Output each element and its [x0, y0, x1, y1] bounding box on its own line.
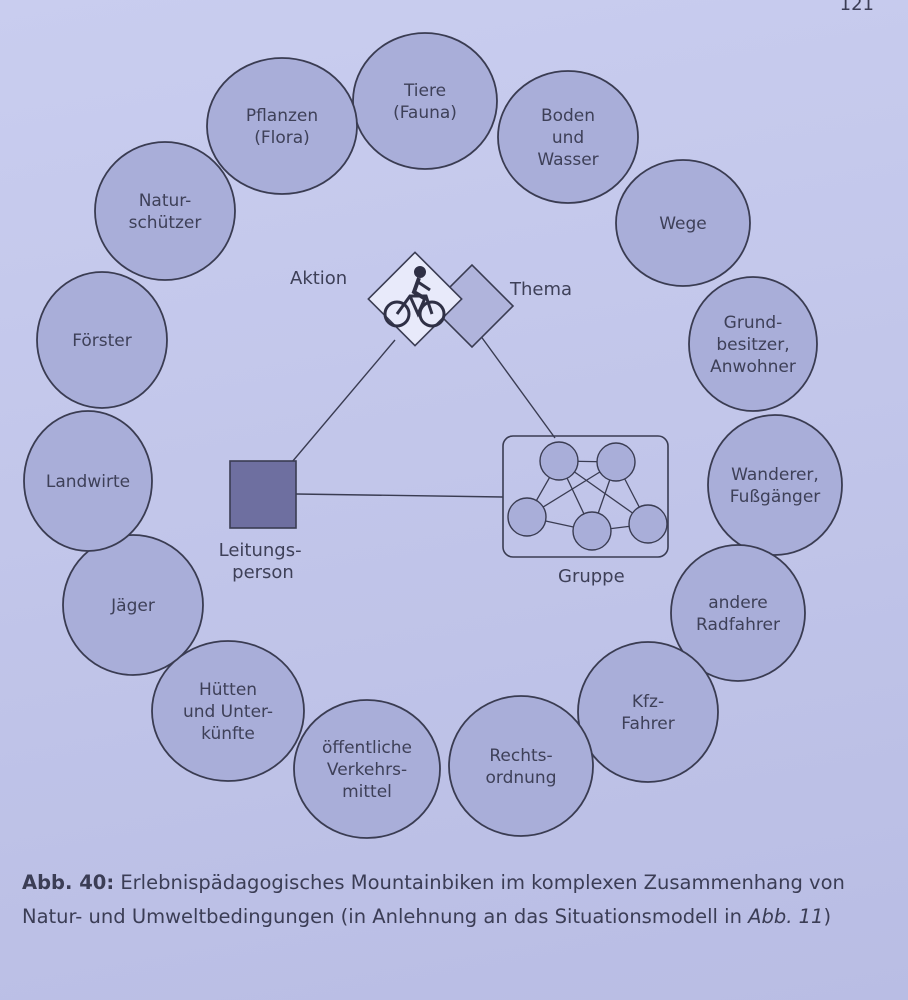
outer-node-label-line: und	[552, 128, 584, 148]
outer-node-label-line: Fußgänger	[730, 487, 821, 507]
outer-node-4: Wanderer,Fußgänger	[707, 414, 843, 556]
line-action-leader	[291, 339, 396, 463]
outer-node-circle	[206, 57, 358, 195]
caption-text: Erlebnispädagogisches Mountainbiken im k…	[22, 871, 845, 928]
caption-label: Abb. 40:	[22, 871, 115, 894]
outer-node-circle	[707, 414, 843, 556]
mountain-bike-icon	[383, 266, 446, 328]
caption-end: )	[823, 905, 832, 928]
outer-node-7: Rechts-ordnung	[448, 695, 594, 837]
outer-node-circle	[448, 695, 594, 837]
center-connections	[291, 334, 556, 498]
outer-node-label-line: Förster	[72, 331, 132, 351]
outer-node-label: Kfz-Fahrer	[621, 692, 674, 734]
outer-node-0: Tiere(Fauna)	[352, 32, 498, 170]
outer-node-label-line: Anwohner	[710, 357, 796, 377]
outer-node-label-line: Verkehrs-	[327, 760, 407, 780]
outer-node-circle	[151, 640, 305, 782]
outer-node-label-line: andere	[708, 593, 768, 613]
caption-ref: Abb. 11	[748, 905, 824, 928]
outer-node-label-line: Wasser	[537, 150, 598, 170]
line-action-group	[479, 334, 556, 439]
theme-label: Thema	[509, 279, 572, 300]
outer-node-label-line: Fahrer	[621, 714, 674, 734]
line-leader-group	[295, 493, 504, 498]
outer-node-circle	[615, 159, 751, 287]
outer-node-label-line: Jäger	[110, 596, 155, 616]
outer-node-label-line: (Flora)	[254, 128, 310, 148]
leader-label: Leitungs- person	[219, 540, 308, 583]
outer-node-circle	[94, 141, 236, 281]
group-label: Gruppe	[558, 566, 625, 587]
leader-label-line-2: person	[232, 562, 294, 583]
outer-node-label-line: besitzer,	[716, 335, 789, 355]
outer-node-circle	[497, 70, 639, 204]
outer-node-label-line: öffentliche	[322, 738, 412, 758]
outer-node-label: Grund-besitzer,Anwohner	[710, 313, 796, 377]
outer-node-6: Kfz-Fahrer	[577, 641, 719, 783]
outer-node-10: Jäger	[62, 534, 204, 676]
outer-node-label: Landwirte	[46, 472, 130, 492]
outer-node-circle	[352, 32, 498, 170]
outer-node-label-line: und Unter-	[183, 702, 273, 722]
outer-node-label-line: Boden	[541, 106, 595, 126]
outer-node-label-line: Tiere	[403, 81, 446, 101]
action-label: Aktion	[290, 268, 347, 289]
outer-node-13: Natur-schützer	[94, 141, 236, 281]
outer-node-label-line: Wanderer,	[731, 465, 819, 485]
outer-node-label: Förster	[72, 331, 132, 351]
outer-node-2: Wege	[615, 159, 751, 287]
group-network-icon	[502, 435, 669, 558]
outer-node-circle	[293, 699, 441, 839]
outer-node-label-line: Radfahrer	[696, 615, 780, 635]
outer-node-circle	[670, 544, 806, 682]
outer-node-label: Wege	[659, 214, 707, 234]
outer-node-label-line: Kfz-	[632, 692, 664, 712]
action-diamond	[367, 251, 463, 347]
outer-node-circle	[36, 271, 168, 409]
outer-node-circle	[577, 641, 719, 783]
outer-node-label: Jäger	[110, 596, 155, 616]
outer-node-circle	[688, 276, 818, 412]
group-box	[502, 435, 669, 558]
outer-node-label: Natur-schützer	[129, 191, 202, 233]
outer-node-label: Pflanzen(Flora)	[246, 106, 318, 148]
outer-node-label-line: ordnung	[486, 768, 557, 788]
outer-node-label: Rechts-ordnung	[486, 746, 557, 788]
outer-node-label-line: schützer	[129, 213, 202, 233]
outer-node-label-line: Wege	[659, 214, 707, 234]
leader-square	[229, 460, 297, 529]
outer-node-label: Wanderer,Fußgänger	[730, 465, 821, 507]
outer-node-label-line: Landwirte	[46, 472, 130, 492]
outer-node-label-line: mittel	[342, 782, 392, 802]
leader-label-line-1: Leitungs-	[219, 540, 302, 561]
outer-node-label: Tiere(Fauna)	[393, 81, 457, 123]
outer-node-12: Förster	[36, 271, 168, 409]
outer-node-label-line: (Fauna)	[393, 103, 457, 123]
page-number: 121	[839, 0, 874, 15]
outer-node-14: Pflanzen(Flora)	[206, 57, 358, 195]
outer-node-label-line: künfte	[201, 724, 255, 744]
outer-node-label-line: Pflanzen	[246, 106, 318, 126]
outer-node-3: Grund-besitzer,Anwohner	[688, 276, 818, 412]
outer-node-label-line: Hütten	[199, 680, 257, 700]
outer-node-label-line: Natur-	[139, 191, 192, 211]
outer-node-11: Landwirte	[23, 410, 153, 552]
theme-diamond	[429, 263, 515, 349]
outer-node-circle	[23, 410, 153, 552]
outer-node-label-line: Rechts-	[489, 746, 552, 766]
outer-node-circle	[62, 534, 204, 676]
figure-caption: Abb. 40: Erlebnispädagogisches Mountainb…	[22, 866, 888, 934]
outer-node-label-line: Grund-	[724, 313, 783, 333]
